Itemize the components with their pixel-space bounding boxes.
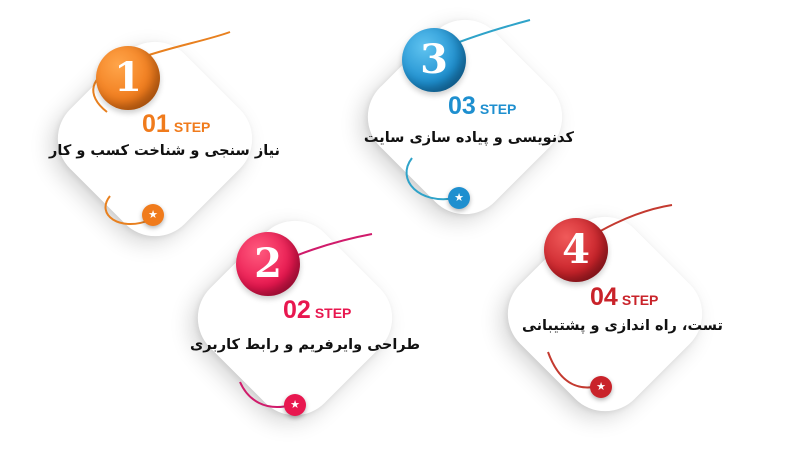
step-1-star-icon: ★ [142,204,164,226]
step-1-step-word: STEP [173,119,211,135]
step-3-title: کدنویسی و پیاده سازی سایت [363,130,574,146]
step-4-star-icon: ★ [590,376,612,398]
step-3-step-word: STEP [479,101,517,117]
step-1-step-number: 01 [142,110,170,138]
step-4-number-badge: 4 [544,218,608,282]
step-2-number-badge: 2 [236,232,300,296]
step-2-title: طراحی وایرفریم و رابط کاربری [189,337,420,353]
step-2-star-icon: ★ [284,394,306,416]
step-3-star-icon: ★ [448,187,470,209]
step-3-step-number: 03 [448,92,476,120]
step-4-title: تست، راه اندازی و پشتیبانی [521,318,723,334]
step-1-title: نیاز سنجی و شناخت کسب و کار [49,143,280,159]
step-3-number-badge: 3 [402,28,466,92]
step-4-step-word: STEP [621,292,659,308]
step-1-number-badge: 1 [96,46,160,110]
step-4-step-number: 04 [590,283,618,311]
step-2-step-word: STEP [314,305,352,321]
step-2-step-number: 02 [283,296,311,324]
